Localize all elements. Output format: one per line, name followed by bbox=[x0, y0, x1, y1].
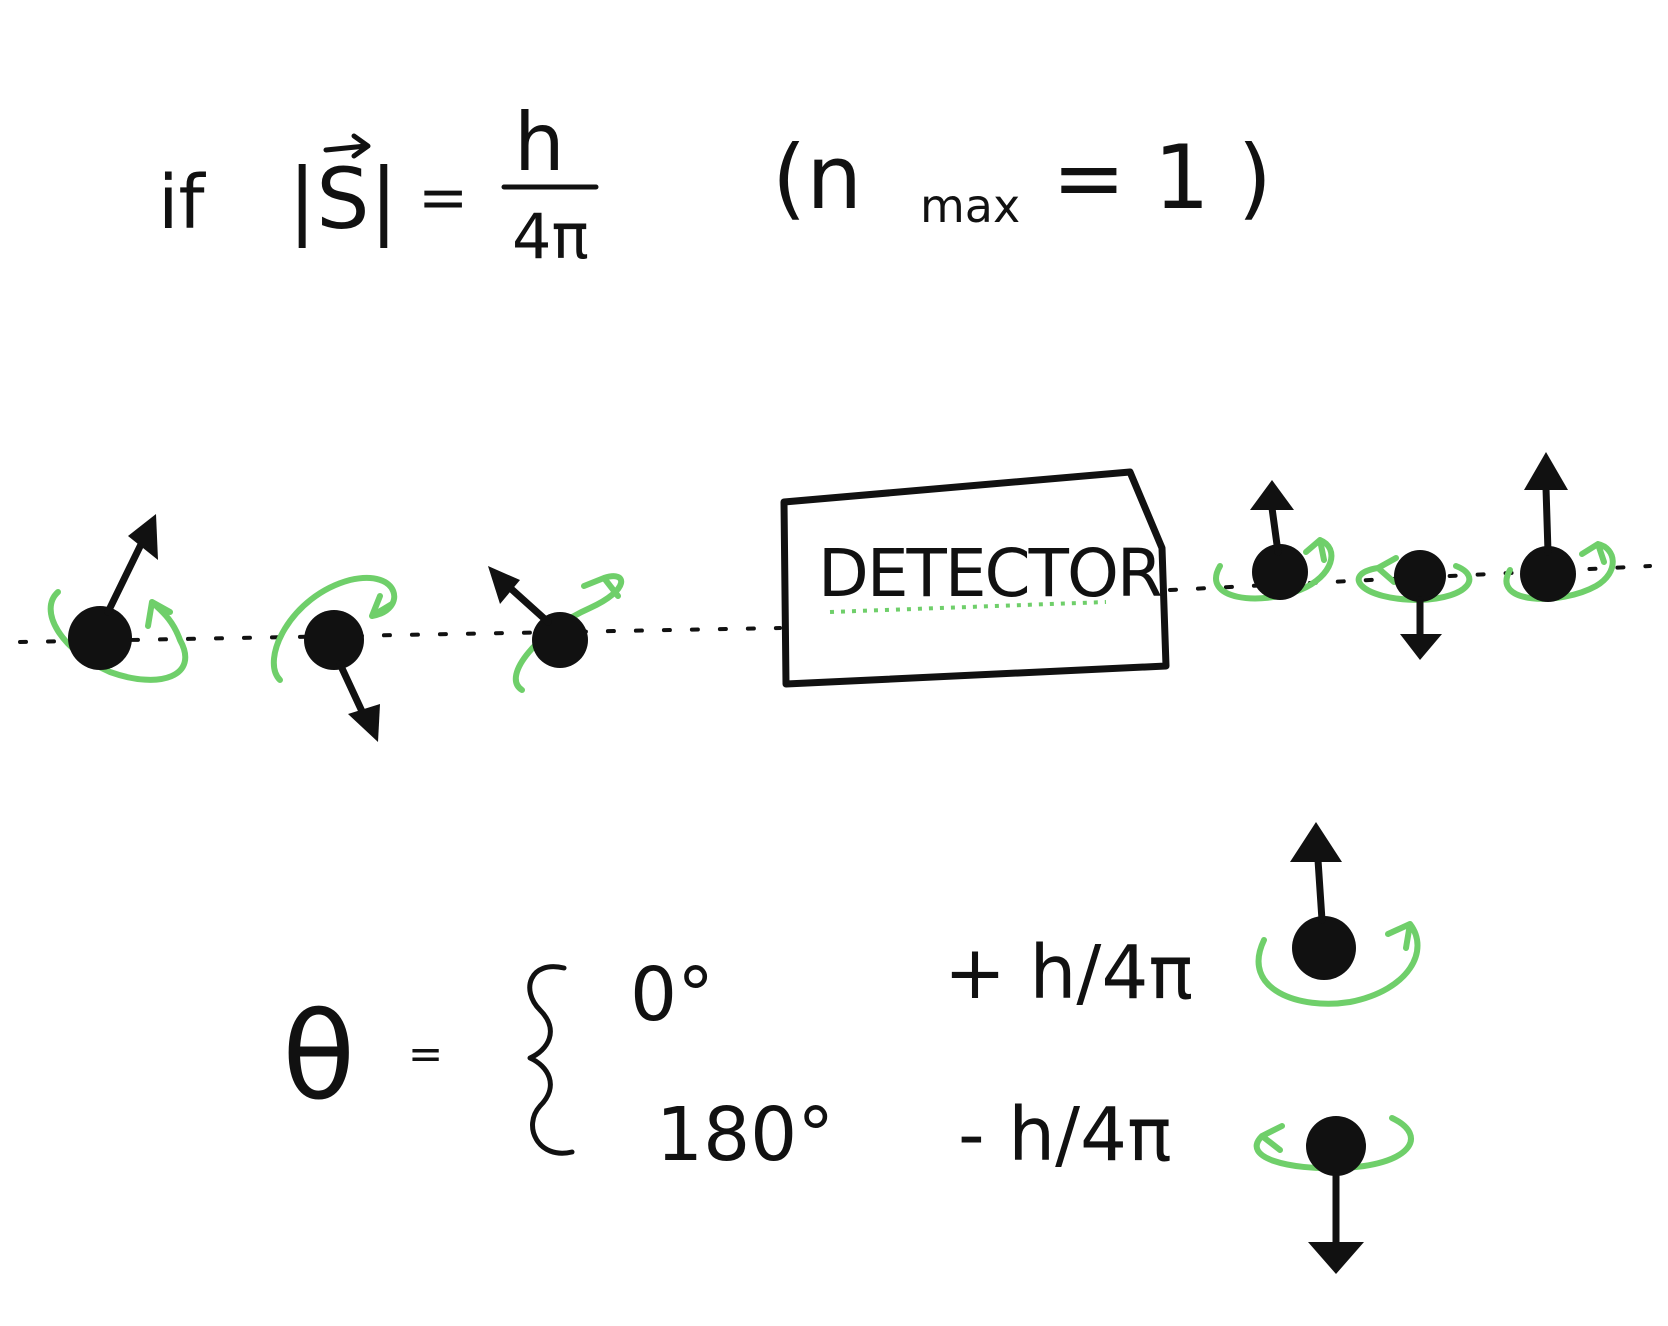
spin-arrow-icon bbox=[1542, 484, 1552, 556]
particle-ball bbox=[532, 612, 588, 668]
spin-arrowhead bbox=[1400, 634, 1442, 660]
spin-arrowhead bbox=[348, 704, 380, 742]
outgoing-particle-up-2 bbox=[1503, 452, 1616, 602]
detector-label: DETECTOR bbox=[818, 535, 1161, 612]
result-equals: = bbox=[408, 1029, 443, 1078]
detector-box bbox=[780, 468, 1170, 688]
header-equals: = bbox=[418, 163, 468, 233]
incoming-particle-3 bbox=[488, 566, 624, 693]
particle-ball bbox=[1394, 550, 1446, 602]
incoming-particle-2 bbox=[270, 575, 398, 742]
spin-arrow-icon bbox=[1268, 504, 1282, 556]
curly-brace bbox=[527, 964, 575, 1156]
spin-arrowhead bbox=[1308, 1242, 1364, 1274]
value-minus: - h/4π bbox=[958, 1092, 1172, 1178]
outgoing-particle-up-1 bbox=[1213, 480, 1335, 602]
spin-arrowhead bbox=[128, 514, 158, 560]
theta-symbol: θ bbox=[282, 988, 355, 1127]
angle-zero: 0° bbox=[630, 952, 714, 1038]
spin-rotation-icon bbox=[1255, 921, 1421, 1007]
spin-rotation-icon bbox=[512, 573, 624, 693]
fraction-numerator: h bbox=[514, 96, 565, 189]
spin-down-example bbox=[1253, 1115, 1414, 1274]
particle-ball bbox=[1520, 546, 1576, 602]
condition-value: = 1 ) bbox=[1052, 126, 1272, 229]
beam-path-left bbox=[18, 626, 782, 644]
spin-up-example bbox=[1255, 822, 1421, 1007]
spin-arrow-icon bbox=[1314, 856, 1326, 924]
detector: DETECTOR bbox=[780, 468, 1170, 688]
condition-subscript: max bbox=[920, 179, 1020, 233]
result-section: θ = 0° 180° + h/4π - h/4π bbox=[282, 822, 1421, 1274]
angle-180: 180° bbox=[656, 1092, 834, 1178]
spin-rotation-icon bbox=[47, 589, 189, 683]
spin-arrowhead bbox=[488, 566, 520, 604]
spin-arrowhead bbox=[1524, 452, 1568, 490]
incoming-particle-1 bbox=[47, 514, 189, 683]
detector-underline bbox=[829, 600, 1107, 614]
spin-magnitude-label: |S| bbox=[288, 150, 398, 248]
particle-ball bbox=[68, 606, 132, 670]
spin-rotation-icon bbox=[1503, 541, 1616, 602]
vector-arrow-mark bbox=[323, 133, 371, 159]
particle-ball bbox=[1306, 1116, 1366, 1176]
header-formula: if |S| = h 4π (n max = 1 ) bbox=[158, 96, 1272, 273]
spin-arrow-icon bbox=[504, 582, 552, 626]
spin-arrowhead bbox=[1290, 822, 1342, 862]
outgoing-particle-down bbox=[1355, 550, 1473, 660]
condition-open: (n bbox=[772, 126, 862, 229]
particle-ball bbox=[1252, 544, 1308, 600]
spin-arrowhead bbox=[1250, 480, 1294, 510]
particle-ball bbox=[1292, 916, 1356, 980]
header-prefix: if bbox=[158, 160, 207, 246]
spin-rotation-icon bbox=[270, 575, 398, 683]
value-plus: + h/4π bbox=[944, 930, 1193, 1016]
particle-ball bbox=[304, 610, 364, 670]
fraction-denominator: 4π bbox=[512, 200, 589, 273]
